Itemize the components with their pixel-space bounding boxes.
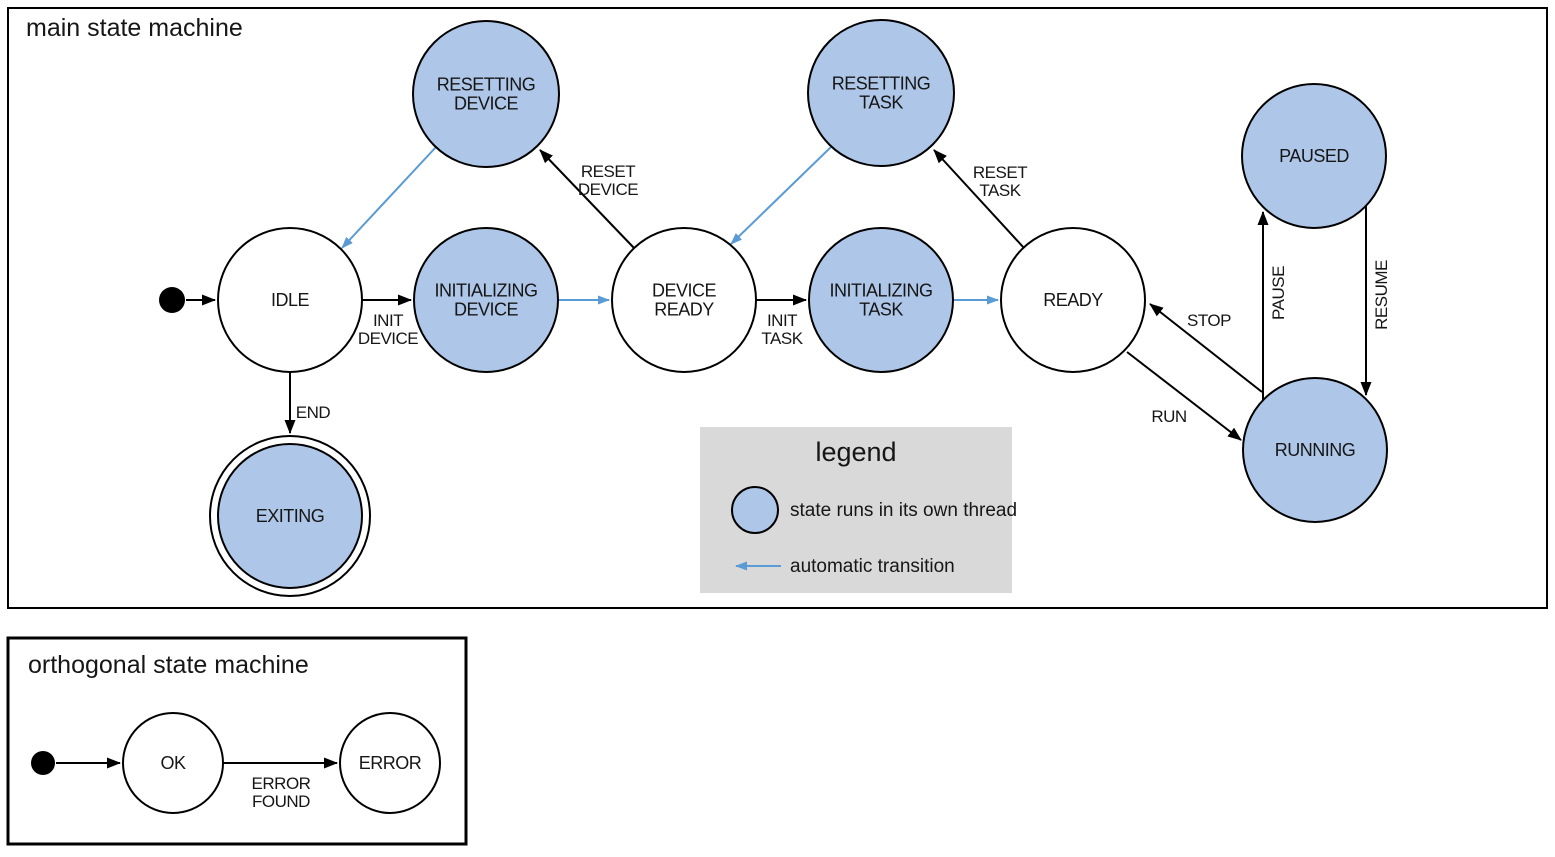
main-state-machine-initial-state-dot: [159, 287, 185, 313]
transition-label-idle-to-exiting-end: END: [296, 403, 331, 422]
state-label-paused-text: PAUSED: [1279, 146, 1349, 166]
transition-label-ready-to-running-run-text: RUN: [1151, 407, 1186, 426]
state-ok: [122, 712, 224, 814]
state-label-exiting-text: EXITING: [256, 506, 325, 526]
legend-item-label-1-text: automatic transition: [790, 556, 955, 577]
threaded-state-icon: [731, 486, 779, 534]
state-label-paused: PAUSED: [1279, 146, 1349, 166]
state-label-initializing-task-text: TASK: [859, 300, 903, 320]
state-resetting-device: [412, 20, 560, 168]
state-label-error-text: ERROR: [359, 753, 422, 773]
legend-item-label-1: automatic transition: [790, 556, 955, 577]
state-error: [339, 712, 441, 814]
orthogonal-state-machine-title-text: orthogonal state machine: [28, 651, 309, 679]
state-device-ready: [611, 227, 757, 373]
state-label-exiting: EXITING: [256, 506, 325, 526]
transition-label-paused-to-running-resume: RESUME: [1372, 260, 1391, 330]
transition-label-running-to-ready-stop: STOP: [1187, 311, 1231, 330]
transition-resetting-task-to-device-ready: [730, 146, 832, 245]
state-label-resetting-device-text: DEVICE: [454, 94, 519, 114]
transition-label-idle-to-initializing-device-text: DEVICE: [358, 329, 418, 348]
transition-label-device-ready-to-initializing-task-text: TASK: [761, 329, 803, 348]
legend-title-text: legend: [815, 437, 896, 467]
transition-label-device-ready-to-resetting-device-text: RESET: [581, 162, 635, 181]
state-label-resetting-task-text: TASK: [859, 93, 903, 113]
legend-title: legend: [815, 437, 896, 467]
legend-item-label-0-text: state runs in its own thread: [790, 500, 1017, 521]
transition-label-device-ready-to-initializing-task-text: INIT: [767, 311, 797, 330]
state-idle: [217, 227, 363, 373]
state-paused: [1241, 83, 1387, 229]
state-label-device-ready-text: READY: [654, 300, 714, 320]
state-label-resetting-device-text: RESETTING: [437, 75, 536, 95]
transition-label-device-ready-to-resetting-device-text: DEVICE: [578, 180, 638, 199]
transition-label-ok-to-error-text: ERROR: [252, 774, 311, 793]
state-label-initializing-task-text: INITIALIZING: [829, 281, 932, 301]
transition-label-idle-to-initializing-device-text: INIT: [373, 311, 403, 330]
state-exiting: [217, 443, 363, 589]
state-label-ready: READY: [1043, 290, 1103, 310]
state-resetting-task: [807, 19, 955, 167]
transition-label-running-to-paused-pause-text: PAUSE: [1269, 266, 1288, 320]
state-label-idle: IDLE: [271, 290, 310, 310]
state-label-ok-text: OK: [160, 753, 186, 773]
orthogonal-state-machine-initial-state-dot: [31, 751, 55, 775]
state-label-initializing-device-text: DEVICE: [454, 300, 519, 320]
transition-label-running-to-ready-stop-text: STOP: [1187, 311, 1231, 330]
transition-label-paused-to-running-resume-text: RESUME: [1372, 260, 1391, 330]
transition-label-idle-to-exiting-end-text: END: [296, 403, 331, 422]
state-label-idle-text: IDLE: [271, 290, 310, 310]
state-label-device-ready-text: DEVICE: [652, 281, 717, 301]
state-label-ok: OK: [160, 753, 186, 773]
state-ready: [1000, 227, 1146, 373]
transition-running-to-ready-stop: [1149, 303, 1263, 393]
state-initializing-task: [808, 227, 954, 373]
transition-ready-to-resetting-task: [933, 149, 1025, 249]
main-state-machine-title-text: main state machine: [26, 14, 243, 42]
transition-ready-to-running-run: [1126, 351, 1242, 441]
transition-label-ready-to-resetting-task-text: TASK: [979, 181, 1021, 200]
state-running: [1242, 377, 1388, 523]
transition-label-ok-to-error-text: FOUND: [252, 792, 310, 811]
state-label-running-text: RUNNING: [1275, 440, 1356, 460]
state-label-initializing-device-text: INITIALIZING: [434, 281, 537, 301]
state-label-resetting-task-text: RESETTING: [832, 74, 931, 94]
orthogonal-state-machine-title: orthogonal state machine: [28, 651, 309, 679]
transition-resetting-device-to-idle: [341, 146, 437, 249]
transition-label-ready-to-resetting-task-text: RESET: [973, 163, 1027, 182]
state-label-error: ERROR: [359, 753, 422, 773]
state-label-ready-text: READY: [1043, 290, 1103, 310]
main-state-machine-title: main state machine: [26, 14, 243, 42]
transition-label-running-to-paused-pause: PAUSE: [1269, 266, 1288, 320]
transition-label-ready-to-running-run: RUN: [1151, 407, 1186, 426]
transition-device-ready-to-resetting-device: [539, 149, 635, 249]
state-label-running: RUNNING: [1275, 440, 1356, 460]
state-initializing-device: [413, 227, 559, 373]
legend-item-label-0: state runs in its own thread: [790, 500, 1017, 521]
